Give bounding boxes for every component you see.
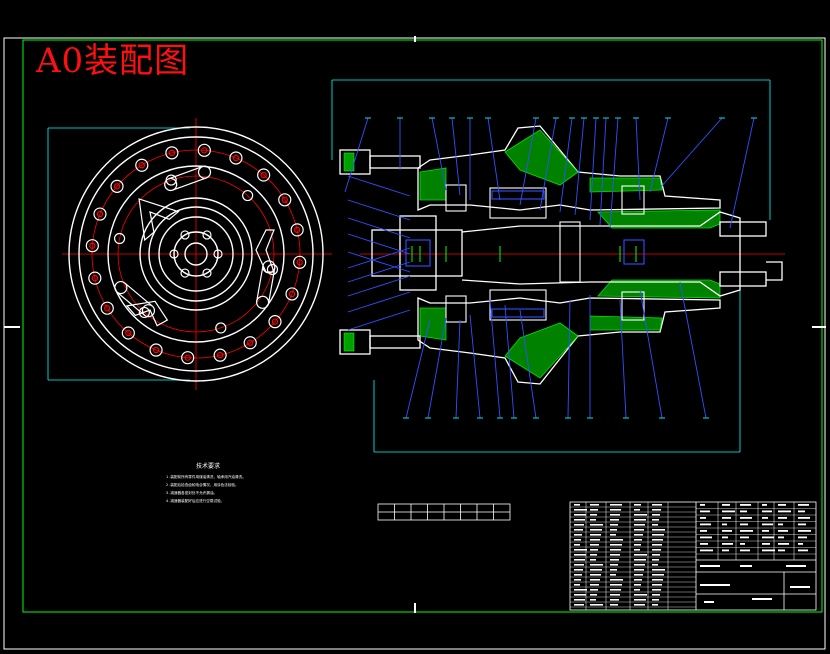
- leader-line: [487, 117, 501, 201]
- leader-line: [347, 261, 411, 283]
- bolt-hole: [135, 158, 149, 172]
- leader-line: [519, 309, 537, 419]
- tech-notes-line-1: 1.装配前所有零件用煤油清洗，轴承用汽油清洗。: [166, 474, 246, 479]
- leader-line: [405, 319, 431, 419]
- bolt-hole: [278, 193, 292, 207]
- bolt-hole: [181, 351, 195, 365]
- bolt-hole: [243, 336, 257, 350]
- leader-line: [659, 117, 723, 189]
- section-dim-lines: [331, 79, 771, 453]
- end-view-circles: [68, 126, 324, 382]
- leader-line: [347, 175, 411, 197]
- drawing-title: A0装配图: [35, 41, 189, 81]
- hub-hole: [169, 249, 179, 259]
- end-view: [47, 118, 332, 390]
- output-shaft: [590, 211, 783, 297]
- leader-line: [567, 299, 571, 419]
- hub-hole: [180, 230, 190, 240]
- tech-notes: 技术要求 1.装配前所有零件用煤油清洗，轴承用汽油清洗。 2.装配后检查齿轮啮合…: [166, 462, 246, 503]
- bolt-hole: [88, 271, 102, 285]
- bolt-hole: [229, 151, 243, 165]
- hub-hole: [213, 249, 223, 259]
- leader-line: [635, 117, 641, 201]
- leader-line: [649, 117, 669, 193]
- bolt-hole: [165, 146, 179, 160]
- sheet-frame: [3, 36, 826, 650]
- leader-line: [589, 117, 597, 221]
- leader-line: [639, 289, 663, 419]
- leader-line: [559, 117, 573, 213]
- leader-line: [619, 299, 627, 419]
- leader-line: [427, 317, 447, 419]
- inner-holes: [169, 230, 223, 278]
- leader-line: [729, 117, 755, 229]
- bolt-hole: [110, 179, 124, 193]
- leader-line: [431, 117, 447, 191]
- bolt-hole: [268, 315, 282, 329]
- leader-line: [347, 233, 411, 255]
- ring-hole: [215, 322, 227, 334]
- section-hatch: [419, 129, 721, 379]
- section-view: [331, 79, 785, 453]
- title-block: [569, 501, 817, 611]
- leader-line: [574, 117, 585, 216]
- leader-line: [469, 314, 481, 419]
- outer-bolt-holes: [85, 143, 307, 365]
- leader-line: [344, 117, 369, 193]
- leader-line: [504, 304, 515, 419]
- bolt-hole: [149, 343, 163, 357]
- leader-line: [347, 217, 411, 239]
- leader-line: [347, 275, 411, 297]
- hub-hole: [180, 268, 190, 278]
- bom-cells: [574, 504, 811, 606]
- tech-notes-line-2: 2.装配后检查齿轮啮合情况，用涂色法检验。: [166, 482, 239, 487]
- ring-hole: [138, 306, 150, 319]
- gears-bearings: [445, 184, 645, 323]
- leader-line: [347, 291, 411, 313]
- leader-line: [679, 281, 707, 419]
- leader-lines: [344, 117, 757, 419]
- planet-slots: [114, 165, 276, 327]
- leader-line: [347, 199, 411, 221]
- leader-line: [609, 117, 619, 229]
- leader-line: [489, 299, 501, 419]
- bolt-hole: [93, 207, 107, 221]
- bolt-hole: [100, 301, 114, 315]
- leader-line: [347, 251, 411, 273]
- bolt-hole: [285, 287, 299, 301]
- hub-hole: [202, 230, 212, 240]
- bolt-hole: [197, 143, 211, 157]
- bolt-hole: [213, 348, 227, 362]
- bolt-hole: [290, 223, 304, 237]
- tech-notes-line-3: 3.减速器各密封处不允许漏油。: [166, 490, 217, 495]
- small-parameter-table: [377, 503, 511, 521]
- hub-hole: [202, 268, 212, 278]
- tech-notes-heading: 技术要求: [196, 462, 220, 470]
- flange-bolts: [339, 149, 421, 355]
- bolt-hole: [293, 255, 307, 269]
- leader-line: [599, 117, 607, 226]
- outer-border: [3, 37, 826, 650]
- tech-notes-line-4: 4.减速器装配好后应进行空载试验。: [166, 498, 224, 503]
- ring-hole: [242, 189, 254, 202]
- input-shaft: [371, 215, 591, 291]
- ring-hole: [113, 232, 126, 245]
- leader-line: [347, 247, 411, 269]
- end-view-centerlines: [62, 118, 332, 390]
- ring-hole: [266, 263, 279, 276]
- leader-line: [455, 319, 461, 419]
- housing: [417, 125, 721, 385]
- bolt-hole: [257, 168, 271, 182]
- bolt-hole: [121, 326, 135, 340]
- leader-line: [451, 117, 461, 196]
- green-detail-lines: [411, 246, 637, 262]
- leader-line: [539, 117, 557, 211]
- bolt-hole: [85, 239, 99, 253]
- leader-line: [347, 309, 411, 331]
- end-view-dim-lines: [47, 127, 190, 381]
- leader-line: [519, 117, 537, 206]
